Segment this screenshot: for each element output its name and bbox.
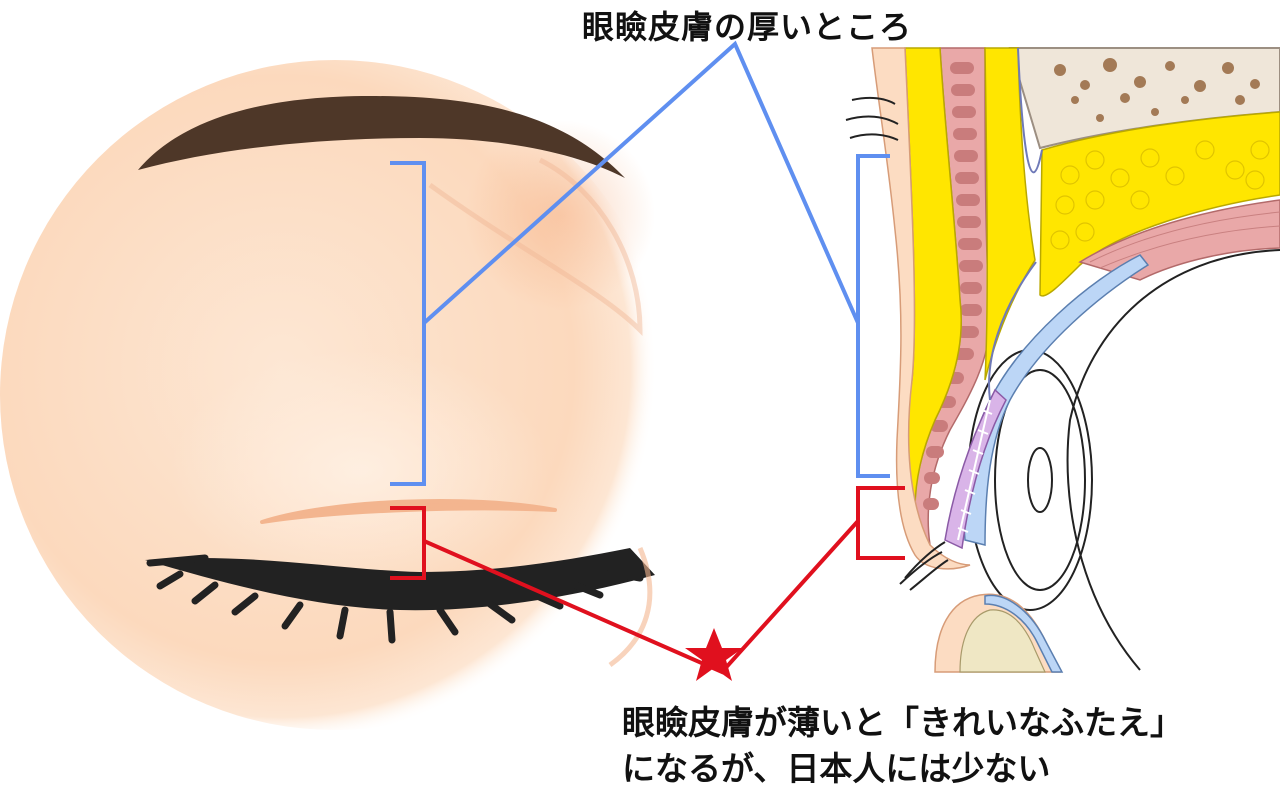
thick-skin-label: 眼瞼皮膚の厚いところ bbox=[582, 2, 912, 48]
star-icon bbox=[685, 628, 743, 681]
thin-skin-label-line1: 眼瞼皮膚が薄いと「きれいなふたえ」 bbox=[622, 700, 1183, 746]
thin-skin-label-line2: になるが、日本人には少ない bbox=[622, 746, 1183, 792]
eyelid-highlight bbox=[170, 350, 550, 590]
eyelid-cross-section bbox=[846, 48, 1280, 672]
face-closeup bbox=[0, 60, 670, 730]
thick-skin-bracket-right bbox=[858, 156, 890, 476]
thin-skin-label: 眼瞼皮膚が薄いと「きれいなふたえ」 になるが、日本人には少ない bbox=[622, 700, 1183, 792]
